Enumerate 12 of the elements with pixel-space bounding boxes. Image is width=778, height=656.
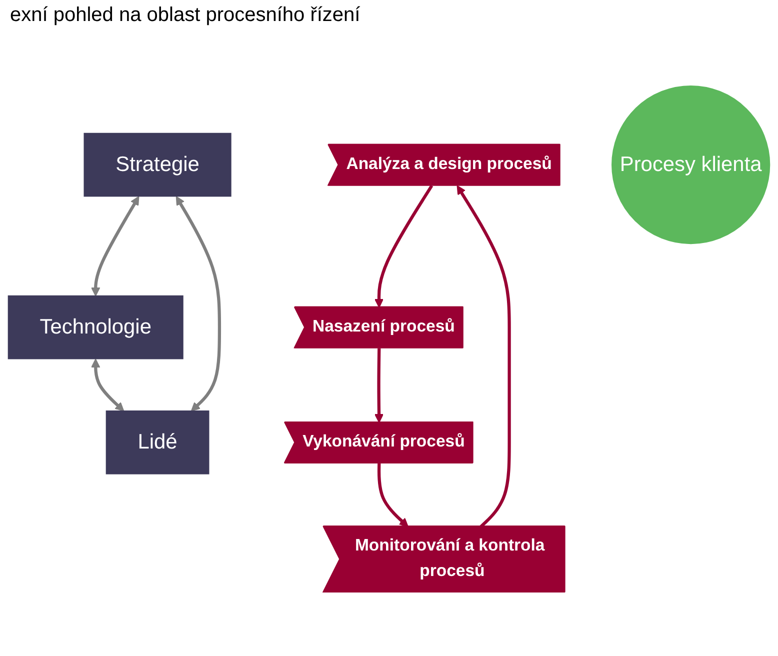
- arrow: [374, 184, 434, 308]
- node-box: Lidé: [106, 410, 210, 474]
- arrow: [91, 196, 140, 296]
- arrow: [374, 348, 384, 422]
- node-circle: Procesy klienta: [612, 84, 770, 244]
- node-box: Technologie: [8, 294, 184, 359]
- arrow: [377, 462, 408, 527]
- diagram-title: exní pohled na oblast procesního řízení: [9, 3, 362, 28]
- arrow: [91, 358, 124, 411]
- node-box: Strategie: [84, 132, 232, 196]
- arrow: [176, 196, 222, 411]
- arrow: [456, 184, 511, 528]
